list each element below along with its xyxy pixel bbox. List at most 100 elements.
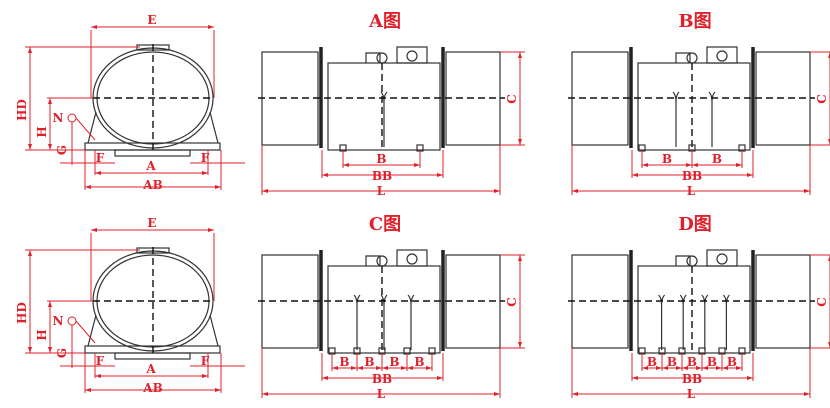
label-f-left: F <box>96 354 105 368</box>
label-n: N <box>53 314 64 328</box>
terminal-box <box>706 46 738 64</box>
label-b-1: B <box>662 152 672 166</box>
base-foot <box>114 149 191 157</box>
b-dimension-5-arrows <box>722 366 742 370</box>
section-divider <box>672 91 680 147</box>
terminal-gland-icon <box>716 50 728 62</box>
b-dimension-3-arrows <box>382 366 407 370</box>
front-view-1: E HD HN G F F A AB <box>15 13 245 192</box>
label-f-right: F <box>201 151 210 165</box>
section-divider <box>407 294 415 350</box>
view-title: B图 <box>678 11 711 32</box>
terminal-box <box>706 249 738 267</box>
h-dimension-arrows <box>48 98 52 150</box>
b-dimension-4-arrows <box>702 366 722 370</box>
label-b-4: B <box>707 355 717 369</box>
terminal-gland-icon <box>406 50 418 62</box>
label-g: G <box>55 145 69 155</box>
label-b-3: B <box>687 355 697 369</box>
lifting-lug <box>365 52 381 63</box>
support-legs <box>87 314 219 347</box>
label-c: C <box>815 297 829 307</box>
terminal-gland-icon <box>406 253 418 265</box>
o-leader <box>75 117 96 141</box>
label-e: E <box>147 13 156 27</box>
section-divider <box>380 91 388 147</box>
lifting-lug <box>675 52 691 63</box>
support-legs <box>87 111 219 144</box>
view-title: C图 <box>369 214 401 235</box>
b-dimension-4-arrows <box>407 366 432 370</box>
b-dimension-2-arrows <box>692 163 742 167</box>
label-a: A <box>145 159 156 173</box>
label-bb: BB <box>372 169 392 183</box>
label-n: N <box>53 111 64 125</box>
label-b-1: B <box>647 355 657 369</box>
o-hole-circle <box>67 316 77 326</box>
section-divider <box>380 294 388 350</box>
label-l: L <box>687 184 696 198</box>
terminal-box <box>396 46 428 64</box>
label-c: C <box>815 94 829 104</box>
label-h: H <box>35 126 49 137</box>
label-ab: AB <box>142 178 162 192</box>
label-a: A <box>145 362 156 376</box>
view-title: D图 <box>678 214 712 235</box>
terminal-box <box>396 249 428 267</box>
section-divider <box>701 294 709 350</box>
lifting-eye <box>376 52 388 64</box>
section-divider <box>658 294 666 350</box>
label-l: L <box>687 387 696 401</box>
label-g: G <box>55 348 69 358</box>
label-ab: AB <box>142 381 162 395</box>
section-divider <box>722 294 730 350</box>
motor-body <box>637 62 751 151</box>
label-c: C <box>505 297 519 307</box>
b-dimension-3-arrows <box>682 366 702 370</box>
label-b-5: B <box>727 355 737 369</box>
b-dimension-2-arrows <box>357 366 382 370</box>
label-c: C <box>505 94 519 104</box>
lifting-lug <box>675 255 691 266</box>
label-b-1: B <box>339 355 349 369</box>
label-bb: BB <box>682 372 702 386</box>
lifting-eye <box>686 52 698 64</box>
label-b-2: B <box>364 355 374 369</box>
terminal-gland-icon <box>716 253 728 265</box>
h-dimension-arrows <box>48 301 52 353</box>
label-bb: BB <box>372 372 392 386</box>
label-b-3: B <box>389 355 399 369</box>
base-foot <box>114 352 191 360</box>
b-dimension-1-arrows <box>642 366 662 370</box>
label-e: E <box>147 216 156 230</box>
label-b-2: B <box>712 152 722 166</box>
view-title: A图 <box>368 11 401 32</box>
label-l: L <box>377 387 386 401</box>
label-b-1: B <box>376 152 386 166</box>
section-divider <box>679 294 687 350</box>
b-dimension-1-arrows <box>642 163 692 167</box>
label-l: L <box>377 184 386 198</box>
motor-body <box>637 265 751 354</box>
label-b-4: B <box>414 355 424 369</box>
o-leader <box>75 320 96 344</box>
label-hd: HD <box>15 302 29 324</box>
label-hd: HD <box>15 99 29 121</box>
label-bb: BB <box>682 169 702 183</box>
b-dimension-2-arrows <box>662 366 682 370</box>
section-divider <box>353 294 361 350</box>
b-dimension-1-arrows <box>332 366 357 370</box>
lifting-lug <box>365 255 381 266</box>
lifting-eye <box>376 255 388 267</box>
label-b-2: B <box>667 355 677 369</box>
label-h: H <box>35 329 49 340</box>
label-f-left: F <box>96 151 105 165</box>
lifting-eye <box>686 255 698 267</box>
